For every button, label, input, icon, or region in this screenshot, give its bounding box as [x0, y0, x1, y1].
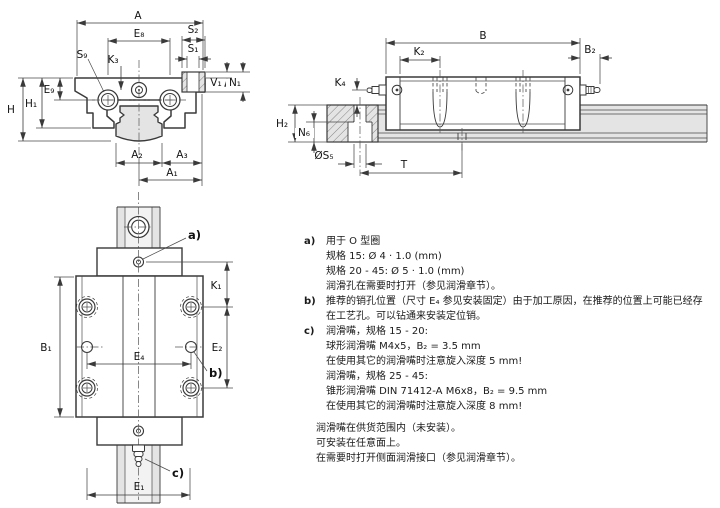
dim-label-e8: E₈	[134, 28, 145, 40]
grease-nipple-right	[579, 84, 601, 96]
callout-a: a)	[188, 228, 201, 242]
dim-label-v1: V₁	[210, 77, 221, 89]
notes-block: a) 用于 O 型圈 规格 15: Ø 4 · 1.0 (mm) 规格 20 -…	[304, 234, 716, 466]
dim-label-a2: A₂	[131, 149, 142, 161]
rail-cut-block	[326, 104, 379, 143]
note-line: 规格 20 - 45: Ø 5 · 1.0 (mm)	[326, 266, 465, 277]
note-a-marker: a)	[304, 236, 316, 247]
note-line: 润滑嘴在供货范围内（未安装）。	[316, 423, 461, 434]
dim-label-s9: S₉	[77, 49, 88, 61]
dim-label-k1: K₁	[210, 280, 221, 292]
note-line: 可安装在任意面上。	[316, 438, 406, 449]
note-c-marker: c)	[304, 326, 315, 337]
side-view: B K₂ B₂ K₄ H₂ N₆ ØS₅	[276, 30, 708, 178]
dim-label-k2: K₂	[413, 46, 424, 58]
mounting-holes	[76, 296, 202, 399]
note-line: 润滑嘴，规格 15 - 20:	[326, 326, 428, 337]
note-line: 在使用其它的润滑嘴时注意旋入深度 5 mm!	[326, 356, 523, 367]
note-b: b) 推荐的销孔位置（尺寸 E₄ 参见安装固定）由于加工原因，在推荐的位置上可能…	[304, 294, 716, 324]
top-view: B₁ K₁ E₂ E₄ E₁ a) b) c)	[40, 192, 233, 504]
note-line: 规格 15: Ø 4 · 1.0 (mm)	[326, 251, 442, 262]
dim-label-n1: N₁	[229, 77, 241, 89]
note-line: 在工艺孔。可以钻通来安装定位销。	[326, 311, 486, 322]
grease-nipple-left	[366, 84, 387, 96]
dim-label-a: A	[134, 10, 142, 22]
callout-b: b)	[209, 366, 223, 380]
dim-label-s2: S₂	[188, 24, 199, 36]
note-line: 球形润滑嘴 M4x5，B₂ = 3.5 mm	[326, 341, 481, 352]
grease-nipple-bottom	[132, 444, 145, 467]
dim-label-k4: K₄	[334, 77, 345, 89]
top-dimensions: B₁ K₁ E₂ E₄ E₁	[40, 261, 233, 500]
note-line: 推荐的销孔位置（尺寸 E₄ 参见安装固定）由于加工原因，在推荐的位置上可能已经存	[326, 296, 703, 307]
clamp-strip	[181, 71, 206, 93]
carriage-side	[385, 76, 581, 131]
end-screw-left	[391, 84, 403, 96]
note-line: 润滑孔在需要时打开（参见润滑章节）。	[326, 281, 501, 292]
note-line: 用于 O 型圈	[326, 236, 381, 247]
carriage-holes-hidden	[432, 70, 531, 133]
dim-label-s1: S₁	[188, 43, 199, 55]
dim-label-e9: E₉	[44, 84, 55, 96]
dim-label-a3: A₃	[176, 149, 187, 161]
front-view: A E₈ S₂ S₁ S₉ K₃	[7, 10, 250, 186]
dim-label-h: H	[7, 104, 15, 116]
note-a: a) 用于 O 型圈 规格 15: Ø 4 · 1.0 (mm) 规格 20 -…	[304, 234, 716, 294]
note-line: 润滑嘴，规格 25 - 45:	[326, 371, 428, 382]
dim-label-e1: E₁	[134, 481, 145, 493]
side-dimensions: B K₂ B₂ K₄ H₂ N₆ ØS₅	[276, 30, 612, 178]
dim-label-a1: A₁	[166, 167, 177, 179]
note-b-marker: b)	[304, 296, 316, 307]
dim-label-k3: K₃	[107, 54, 118, 66]
front-dimensions: A E₈ S₂ S₁ S₉ K₃	[7, 10, 250, 186]
note-line: 在需要时打开侧面润滑接口（参见润滑章节）。	[316, 453, 521, 464]
dim-label-e2: E₂	[212, 342, 223, 354]
dim-label-e4: E₄	[134, 351, 145, 363]
note-line: 锥形润滑嘴 DIN 71412-A M6x8，B₂ = 9.5 mm	[326, 386, 548, 397]
dim-label-s5: ØS₅	[314, 150, 333, 162]
end-screw-right	[562, 84, 574, 96]
notes-footer: 润滑嘴在供货范围内（未安装）。 可安装在任意面上。 在需要时打开侧面润滑接口（参…	[316, 421, 716, 466]
note-c: c) 润滑嘴，规格 15 - 20: 球形润滑嘴 M4x5，B₂ = 3.5 m…	[304, 324, 716, 414]
carriage-top	[75, 275, 204, 418]
dim-label-t: T	[400, 159, 408, 171]
dim-label-b: B	[479, 30, 486, 42]
callouts: a) b) c)	[142, 228, 223, 480]
dim-label-n6: N₆	[298, 127, 310, 139]
dim-label-b2: B₂	[584, 44, 595, 56]
note-line: 在使用其它的润滑嘴时注意旋入深度 8 mm!	[326, 401, 523, 412]
dim-label-b1: B₁	[40, 342, 51, 354]
dim-label-h1: H₁	[25, 98, 37, 110]
dim-label-h2: H₂	[276, 118, 288, 130]
callout-c: c)	[172, 466, 184, 480]
